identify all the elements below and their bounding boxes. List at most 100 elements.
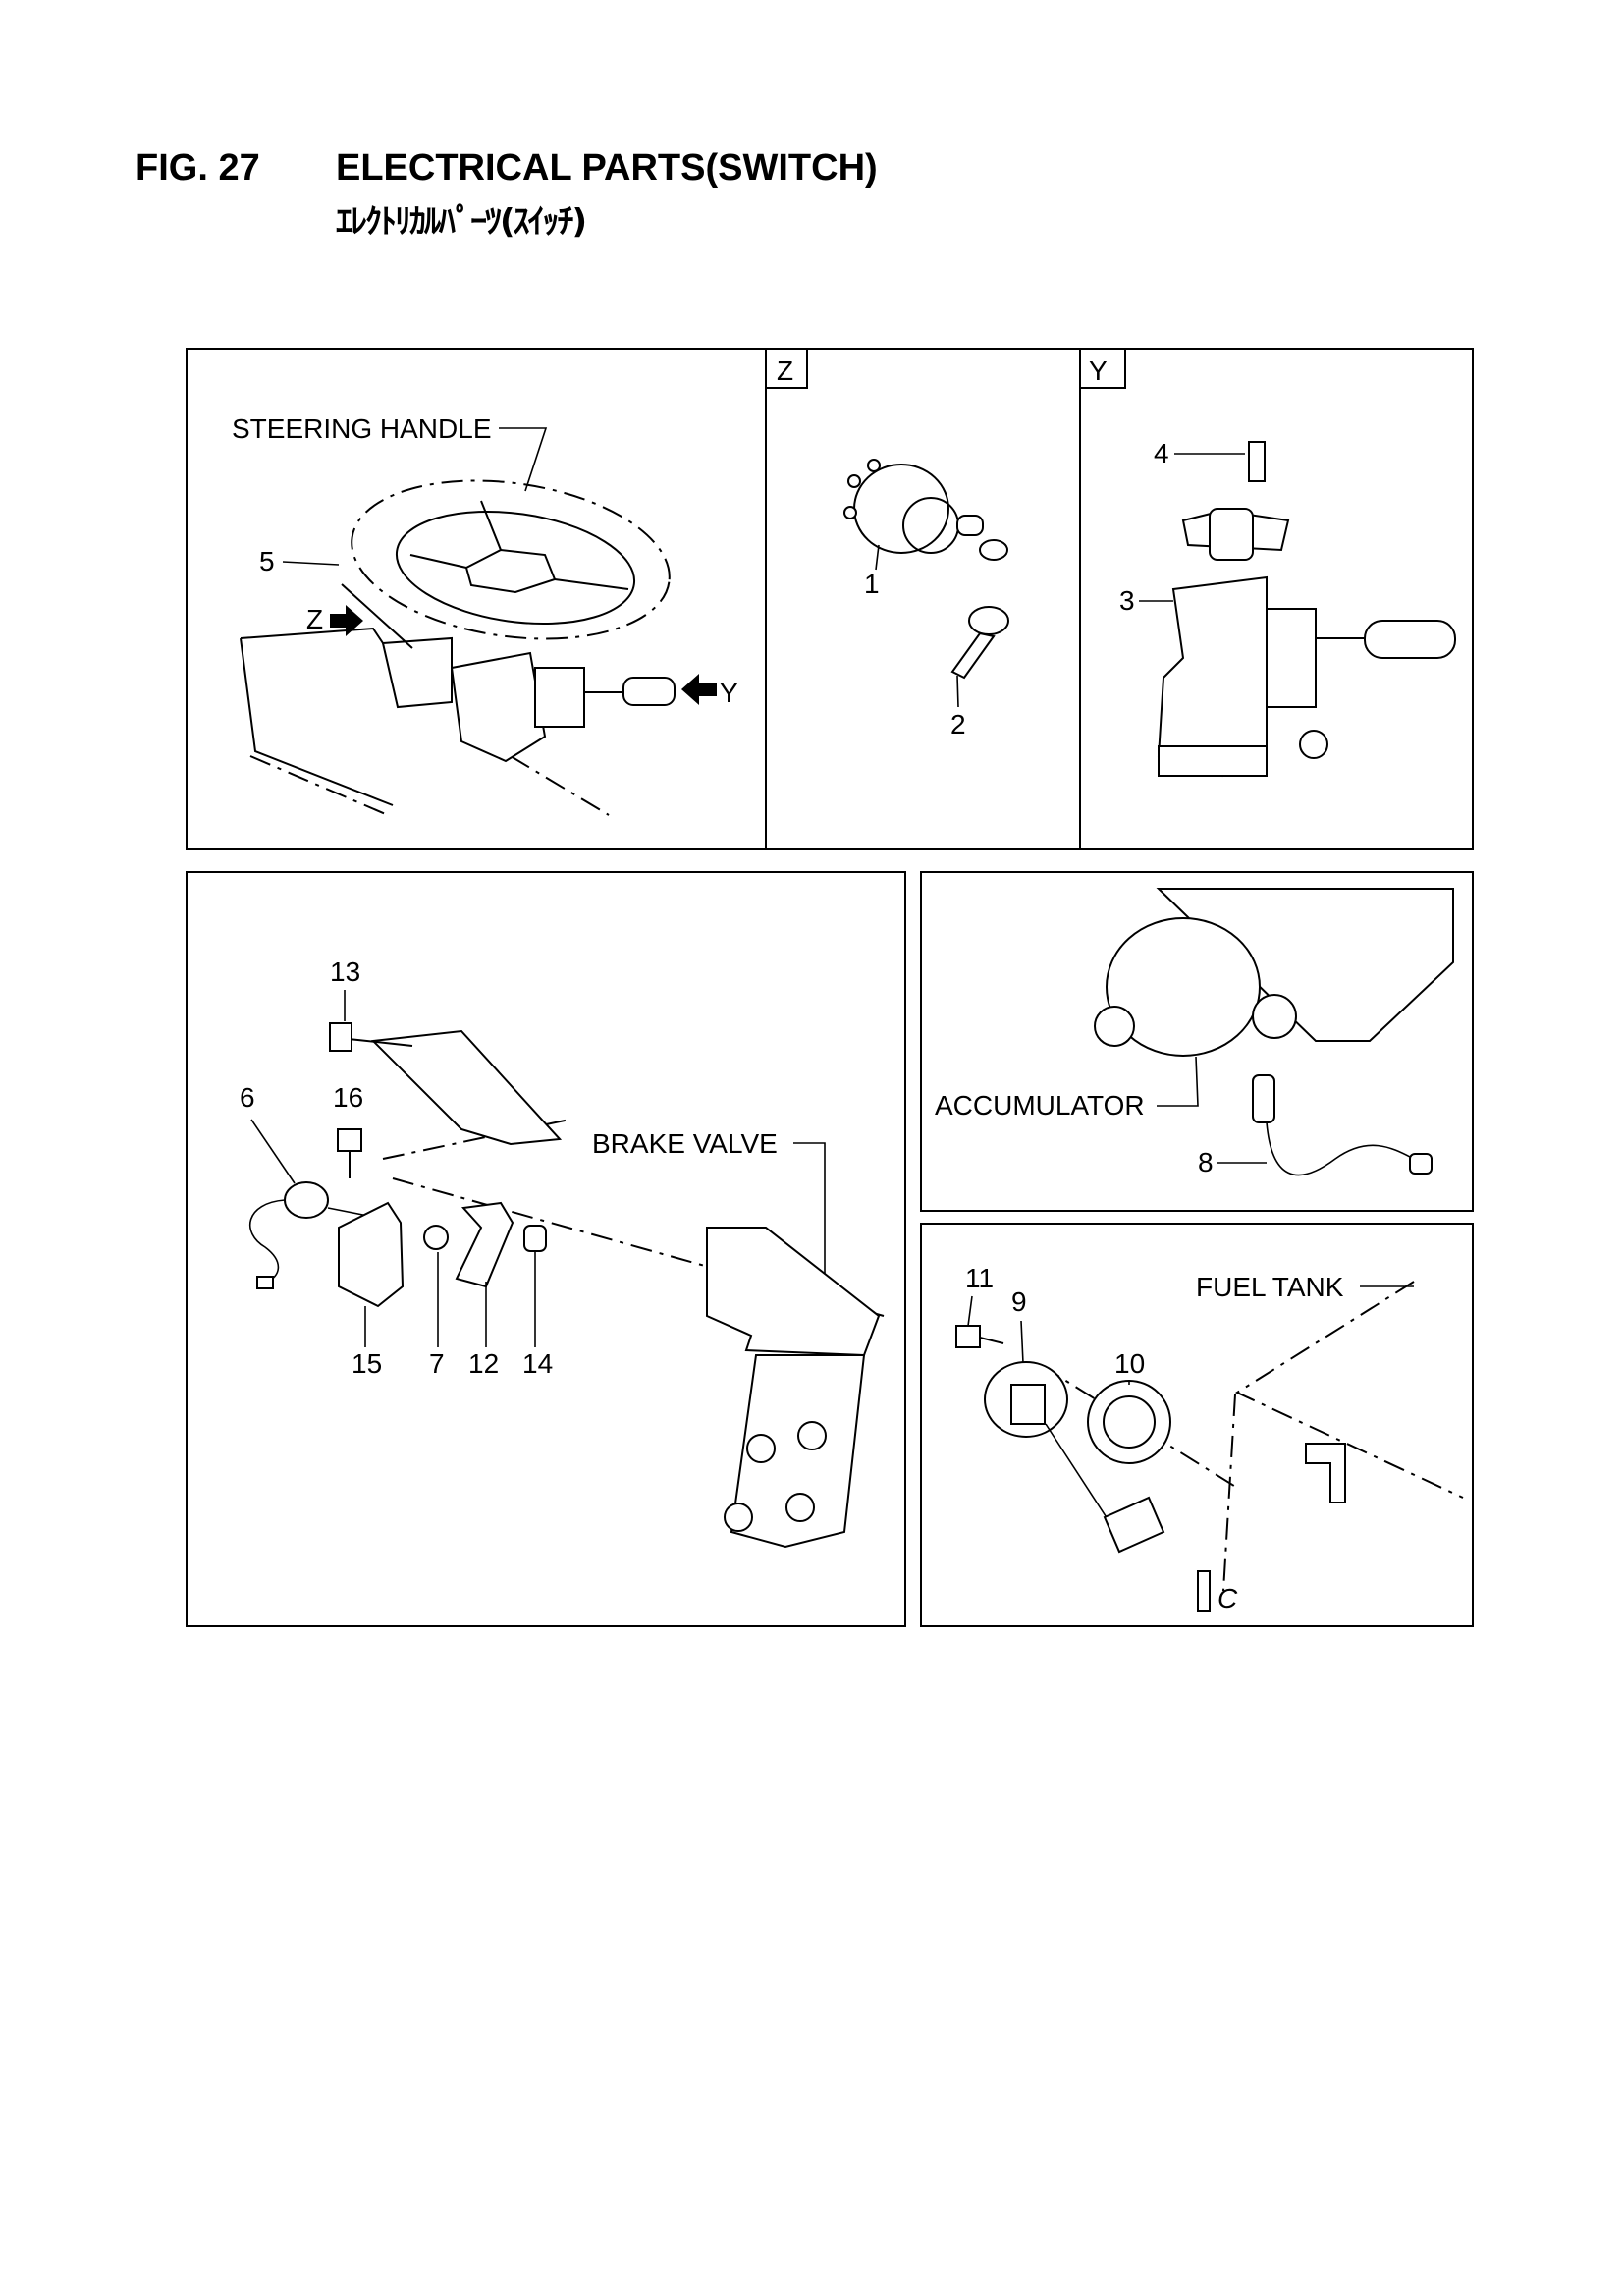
switch-6-connector <box>256 1276 274 1289</box>
tank-edge-tab <box>1197 1570 1211 1612</box>
top-panel-frame <box>186 348 1474 850</box>
switch-8-connector <box>1409 1153 1433 1175</box>
lever-knob <box>1364 620 1456 659</box>
accumulator-port <box>1094 1006 1135 1047</box>
y-arrow-icon <box>681 674 717 705</box>
steering-spokes <box>409 500 629 590</box>
callout-2: 2 <box>950 709 966 739</box>
steering-handle-label: STEERING HANDLE <box>232 413 492 444</box>
accumulator-panel: ACCUMULATOR 8 <box>920 871 1474 1212</box>
callout-5: 5 <box>259 546 275 576</box>
leader-6 <box>250 1119 296 1184</box>
spare-key-head <box>968 606 1009 635</box>
light-switch-body <box>534 667 585 728</box>
view-y-box <box>1079 348 1126 389</box>
bolt-16-head <box>337 1128 362 1152</box>
steering-handle-leader <box>499 427 548 492</box>
callout-15: 15 <box>352 1348 382 1379</box>
gasket-10 <box>1087 1380 1171 1464</box>
leader-11 <box>967 1295 973 1327</box>
light-switch-knob <box>622 677 676 706</box>
screw-4 <box>1248 441 1266 482</box>
key-switch-body <box>853 464 949 554</box>
terminal-a <box>847 474 861 488</box>
sender-float <box>1103 1496 1165 1554</box>
callout-1: 1 <box>864 569 880 599</box>
callout-13: 13 <box>330 957 360 987</box>
valve-port-2 <box>797 1421 827 1450</box>
pressure-switch-fitting <box>1252 994 1297 1039</box>
switch-6-wire <box>248 1199 286 1283</box>
callout-9: 9 <box>1011 1286 1027 1317</box>
accumulator-panel-frame <box>920 871 1474 1212</box>
nut-14 <box>523 1225 547 1252</box>
callout-3: 3 <box>1119 585 1135 616</box>
nut-7 <box>423 1225 449 1250</box>
leader-5 <box>282 561 340 566</box>
valve-port-4 <box>785 1493 815 1522</box>
steering-assembly: STEERING HANDLE 5 Z Y <box>232 413 738 816</box>
bolt-11-shank <box>979 1337 1004 1344</box>
key-ring <box>979 539 1008 561</box>
valve-body <box>730 1354 866 1549</box>
tank-bracket <box>1305 1443 1346 1503</box>
bolt-13-head <box>329 1022 352 1052</box>
stop-lamp-switch-6 <box>284 1181 329 1219</box>
callout-10: 10 <box>1114 1348 1145 1379</box>
valve-port-1 <box>746 1434 776 1463</box>
leader-9 <box>1020 1320 1024 1364</box>
terminal-b <box>843 506 857 519</box>
combination-switch-assembly: 4 3 <box>1119 438 1456 778</box>
spare-key-blade <box>950 631 996 680</box>
accumulator-label: ACCUMULATOR <box>935 1090 1145 1121</box>
fuel-tank-edge <box>1222 1394 1236 1592</box>
callout-4: 4 <box>1154 438 1169 468</box>
view-z-label: Z <box>777 355 793 386</box>
switch-base <box>1158 745 1268 777</box>
brake-panel: BRAKE VALVE 13 6 16 15 7 <box>186 871 906 1627</box>
pressure-switch-8 <box>1252 1074 1275 1123</box>
figure-number: FIG. 27 <box>135 147 260 189</box>
figure-subtitle: ｴﾚｸﾄﾘｶﾙﾊﾟｰﾂ(ｽｲｯﾁ) <box>336 202 587 242</box>
callout-7: 7 <box>429 1348 445 1379</box>
accumulator-leader <box>1157 1056 1199 1107</box>
bolt-13-shank <box>348 1038 413 1047</box>
valve-bracket <box>706 1227 881 1357</box>
fuel-tank-label: FUEL TANK <box>1196 1272 1344 1302</box>
column-housing <box>450 651 547 763</box>
steering-wheel-inner <box>395 510 636 626</box>
z-arrow-icon <box>330 605 363 636</box>
callout-14: 14 <box>522 1348 553 1379</box>
sender-head <box>1010 1384 1046 1425</box>
terminal-c <box>867 459 881 472</box>
callout-11: 11 <box>965 1263 994 1293</box>
fuel-tank-panel-frame <box>920 1223 1474 1627</box>
bracket-boss <box>1209 508 1254 561</box>
leader-1 <box>875 544 880 571</box>
lock-knob <box>1299 730 1328 759</box>
sender-arm <box>1045 1423 1110 1523</box>
callout-8: 8 <box>1198 1147 1214 1177</box>
gasket-10-inner <box>1103 1395 1156 1449</box>
switch-housing-left <box>381 636 453 709</box>
view-z-box <box>765 348 808 389</box>
fuel-tank-panel: FUEL TANK C 11 9 10 <box>920 1223 1474 1627</box>
view-y-label: Y <box>1089 355 1108 386</box>
leader-2 <box>956 675 959 708</box>
dash-panel-lines <box>249 755 610 816</box>
key-head-inserted <box>956 515 984 536</box>
steering-hub <box>464 548 557 594</box>
top-panel: Z Y <box>186 348 1474 850</box>
brake-valve-leader <box>793 1142 826 1277</box>
c-mark: C <box>1217 1583 1238 1613</box>
key-switch-assembly: 1 2 <box>843 459 1009 739</box>
steering-wheel-rim <box>351 479 671 640</box>
bracket-15 <box>338 1201 405 1308</box>
z-arrow-label: Z <box>306 604 323 634</box>
switch-8-wire <box>1266 1121 1415 1176</box>
accumulator-body <box>1106 917 1261 1057</box>
plate-12 <box>455 1201 514 1288</box>
y-arrow-label: Y <box>720 678 738 708</box>
switch-side-box <box>1266 608 1317 708</box>
